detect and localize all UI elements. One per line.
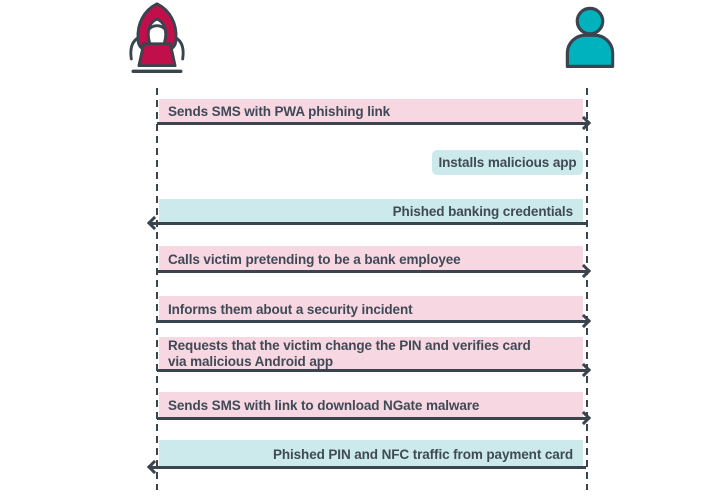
arrow-attacker-to-victim — [157, 115, 592, 131]
hacker-icon — [115, 0, 199, 83]
arrow-attacker-to-victim — [157, 362, 592, 378]
hacker-icon-svg — [129, 2, 185, 74]
message-band-phished-pin-nfc: Phished PIN and NFC traffic from payment… — [159, 440, 583, 468]
message-band-informs-incident: Informs them about a security incident — [159, 296, 583, 322]
lifeline-attacker — [156, 88, 158, 490]
message-band-sends-sms-pwa: Sends SMS with PWA phishing link — [159, 99, 583, 124]
message-band-requests-pin-change: Requests that the victim change the PIN … — [159, 337, 583, 371]
person-icon-svg — [565, 6, 615, 68]
message-label: Sends SMS with link to download NGate ma… — [168, 398, 480, 413]
lifeline-victim — [586, 88, 588, 490]
arrow-attacker-to-victim — [157, 410, 592, 426]
arrow-attacker-to-victim — [157, 313, 592, 329]
arrow-victim-to-attacker — [146, 215, 586, 231]
message-label: Installs malicious app — [438, 155, 577, 170]
message-label: Phished banking credentials — [392, 204, 573, 219]
message-band-installs-app: Installs malicious app — [432, 150, 583, 175]
message-label: Phished PIN and NFC traffic from payment… — [272, 446, 573, 462]
message-label: Sends SMS with PWA phishing link — [168, 104, 391, 119]
arrow-victim-to-attacker — [146, 459, 586, 475]
person-icon — [557, 6, 623, 77]
message-label: Requests that the victim change the PIN … — [168, 337, 531, 369]
message-band-phished-credentials: Phished banking credentials — [159, 199, 583, 224]
message-band-calls-victim: Calls victim pretending to be a bank emp… — [159, 246, 583, 272]
arrow-attacker-to-victim — [157, 263, 592, 279]
message-label: Calls victim pretending to be a bank emp… — [168, 251, 461, 267]
message-band-sends-ngate-link: Sends SMS with link to download NGate ma… — [159, 392, 583, 419]
message-label: Informs them about a security incident — [168, 301, 413, 317]
